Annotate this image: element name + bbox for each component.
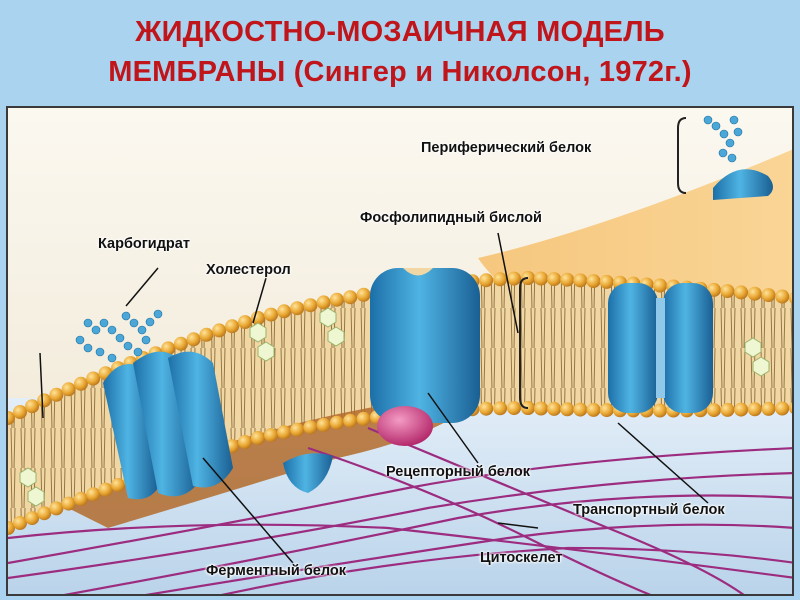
lipid-head <box>573 402 588 417</box>
receptor-protein <box>370 268 480 446</box>
lipid-head <box>61 382 76 397</box>
lipid-head <box>277 425 292 440</box>
label-receptor-protein: Рецепторный белок <box>386 464 530 480</box>
lipid-head <box>98 482 113 497</box>
lipid-head <box>238 435 252 449</box>
lipid-head <box>238 315 252 330</box>
lipid-head <box>547 272 562 287</box>
title-line-1: ЖИДКОСТНО-МОЗАИЧНАЯ МОДЕЛЬ <box>135 16 665 48</box>
lipid-head <box>316 417 331 432</box>
lipid-head <box>747 286 762 301</box>
lipid-head <box>479 401 494 416</box>
lipid-head <box>86 487 101 502</box>
lipid-head <box>789 292 792 304</box>
lipid-head <box>8 411 15 425</box>
lipid-head <box>507 401 521 416</box>
lipid-head <box>356 411 371 426</box>
lipid-head <box>61 496 76 511</box>
label-peripheral-protein: Периферический белок <box>421 140 592 156</box>
lipid-head <box>316 295 331 310</box>
lipid-head <box>706 403 721 418</box>
label-carbohydrate: Карбогидрат <box>98 236 190 252</box>
lipid-head <box>560 402 575 417</box>
lipid-head <box>264 428 278 443</box>
cytoskeleton-filaments <box>8 426 792 594</box>
cholesterol-molecules <box>19 307 770 507</box>
lipid-head <box>111 478 125 492</box>
lipid-head <box>277 304 292 319</box>
label-cytoskeleton: Цитоскелет <box>480 550 563 566</box>
lipid-head <box>290 422 305 437</box>
lipid-head <box>507 271 521 286</box>
lipid-head <box>86 371 101 386</box>
lipid-head <box>13 405 27 419</box>
lipid-head <box>225 319 240 334</box>
lipid-head <box>49 501 64 516</box>
slide-title: ЖИДКОСТНО-МОЗАИЧНАЯ МОДЕЛЬ МЕМБРАНЫ (Син… <box>0 0 800 104</box>
lipid-head <box>534 271 548 286</box>
lipid-head <box>560 272 575 287</box>
lipid-head <box>25 399 40 414</box>
lipid-head <box>775 289 790 304</box>
lipid-head <box>343 290 358 305</box>
lipid-head <box>734 402 749 417</box>
lipid-head <box>73 376 88 391</box>
lipid-head <box>761 401 776 416</box>
lipid-head <box>290 301 305 316</box>
lipid-head <box>734 285 749 300</box>
lipid-head <box>775 401 790 416</box>
lipid-head <box>264 307 278 322</box>
lipid-head <box>173 336 188 351</box>
lipid-head <box>586 402 601 417</box>
enzyme-protein <box>103 351 333 500</box>
lipid-head <box>303 420 318 435</box>
lipid-head <box>37 506 52 521</box>
lipid-head <box>599 274 614 289</box>
lipid-head <box>329 415 344 430</box>
lipid-head <box>161 341 176 356</box>
lipid-head <box>789 402 792 414</box>
leader-lines <box>39 232 709 564</box>
lipid-head <box>720 402 735 417</box>
lipid-head <box>186 332 201 347</box>
lipid-head <box>37 393 52 408</box>
lipid-head <box>761 288 776 303</box>
lipid-head <box>199 327 214 342</box>
label-transport-protein: Транспортный белок <box>573 502 725 518</box>
lipid-head <box>251 311 265 325</box>
brackets <box>519 117 687 409</box>
label-cholesterol: Холестерол <box>206 262 291 278</box>
lipid-head <box>534 401 548 416</box>
lipid-head <box>13 516 27 530</box>
carbohydrate-chain <box>75 309 163 363</box>
membrane-illustration: Периферический белок Фосфолипидный бисло… <box>6 106 794 596</box>
lipid-head <box>547 401 562 416</box>
lipid-head <box>329 292 344 307</box>
lipid-head <box>25 511 40 526</box>
lipid-head <box>251 431 265 445</box>
lipid-head <box>653 403 667 418</box>
lipid-head <box>303 298 318 313</box>
lipid-head <box>49 387 64 402</box>
lipid-head <box>599 403 614 418</box>
lipid-head <box>212 323 227 338</box>
title-line-2: МЕМБРАНЫ (Сингер и Николсон, 1972г.) <box>108 56 692 88</box>
lipid-head <box>493 401 508 416</box>
peripheral-protein <box>703 115 773 200</box>
lipid-head <box>573 273 588 288</box>
lipid-head <box>493 272 508 287</box>
lipid-head <box>586 274 601 289</box>
lipid-head <box>343 413 358 428</box>
lipid-head <box>479 273 494 288</box>
lipid-head <box>356 287 371 302</box>
lipid-head <box>747 402 762 417</box>
lipid-head <box>653 278 667 293</box>
label-phospholipid-bilayer: Фосфолипидный бислой <box>360 210 542 226</box>
transport-protein <box>608 283 713 413</box>
lipid-head <box>720 284 735 299</box>
label-enzyme-protein: Ферментный белок <box>206 563 346 579</box>
membrane-diagram-svg <box>8 108 792 594</box>
lipid-head <box>73 491 88 506</box>
